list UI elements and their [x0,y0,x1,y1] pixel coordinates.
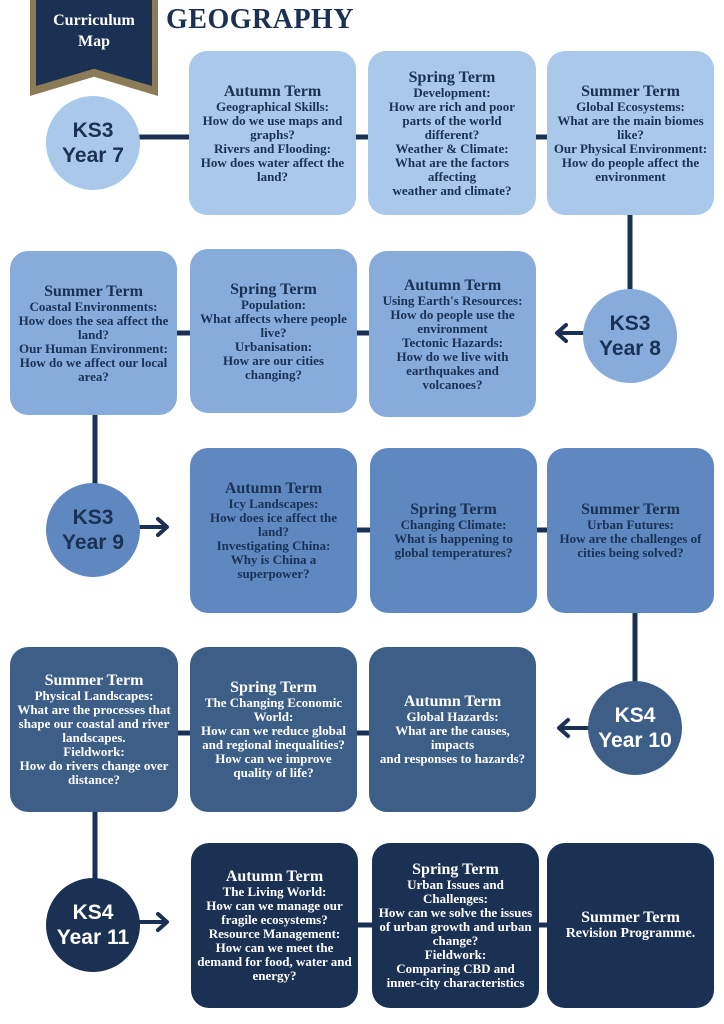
y9-spring-term-card: Spring Term Changing Climate: What is ha… [370,448,537,613]
term-content: Urban Issues and Challenges: How can we … [378,877,533,990]
year-8-circle: KS3 Year 8 [583,289,677,383]
key-stage-label: KS3 [609,312,651,335]
page-title: GEOGRAPHY [166,4,355,35]
term-title: Autumn Term [403,276,502,294]
term-content: Revision Programme. [565,926,696,941]
y10-spring-term-card: Spring Term The Changing Economic World:… [190,647,357,812]
year-label: Year 7 [62,144,124,167]
y9-summer-term-card: Summer Term Urban Futures: How are the c… [547,448,714,613]
term-title: Autumn Term [403,693,502,710]
y7-summer-term-card: Summer Term Global Ecosystems: What are … [547,51,714,215]
term-title: Spring Term [408,68,496,86]
term-title: Summer Term [581,909,680,926]
term-content: Coastal Environments: How does the sea a… [18,298,169,384]
term-title: Summer Term [44,672,144,689]
y11-autumn-term-card: Autumn Term The Living World: How can we… [191,843,358,1008]
term-title: Autumn Term [224,480,323,497]
term-content: Population: What affects where people li… [200,296,347,382]
y11-spring-term-card: Spring Term Urban Issues and Challenges:… [372,843,539,1008]
banner-line1: Curriculum [53,12,135,29]
banner-label: Curriculum Map [36,10,152,52]
term-content: Icy Landscapes: How does ice affect the … [209,496,338,581]
term-title: Summer Term [581,82,680,100]
term-content: The Changing Economic World: How can we … [201,695,346,780]
term-title: Autumn Term [223,82,322,100]
term-content: Geographical Skills: How do we use maps … [200,98,345,184]
y7-autumn-term-card: Autumn Term Geographical Skills: How do … [189,51,356,215]
term-content: Physical Landscapes: What are the proces… [17,688,171,787]
term-content: Global Ecosystems: What are the main bio… [553,98,708,184]
key-stage-label: KS4 [72,901,114,924]
year-7-circle: KS3 Year 7 [46,96,140,190]
y10-summer-term-card: Summer Term Physical Landscapes: What ar… [10,647,178,812]
term-title: Spring Term [412,861,499,878]
year-10-circle: KS4 Year 10 [588,681,682,775]
term-title: Autumn Term [225,868,324,885]
term-title: Summer Term [44,282,143,300]
y8-spring-term-card: Spring Term Population: What affects whe… [190,249,357,413]
key-stage-label: KS3 [72,506,114,529]
term-title: Spring Term [230,679,317,696]
term-content: Urban Futures: How are the challenges of… [559,517,702,560]
year-9-circle: KS3 Year 9 [46,483,140,577]
term-title: Summer Term [581,501,680,518]
term-title: Spring Term [410,501,497,518]
term-content: Using Earth's Resources: How do people u… [382,292,523,392]
year-11-circle: KS4 Year 11 [46,878,140,972]
term-title: Spring Term [230,280,317,298]
year-label: Year 11 [56,926,130,949]
y8-autumn-term-card: Autumn Term Using Earth's Resources: How… [369,251,536,417]
key-stage-label: KS4 [614,704,656,727]
year-label: Year 9 [62,531,124,554]
y11-summer-term-card: Summer Term Revision Programme. [547,843,714,1008]
y10-autumn-term-card: Autumn Term Global Hazards: What are the… [369,647,536,812]
term-content: Global Hazards: What are the causes, imp… [379,709,526,766]
y9-autumn-term-card: Autumn Term Icy Landscapes: How does ice… [190,448,357,613]
banner-line2: Map [78,33,110,50]
key-stage-label: KS3 [72,119,114,142]
year-label: Year 8 [599,337,661,360]
term-content: Changing Climate: What is happening to g… [394,517,513,560]
term-content: The Living World: How can we manage our … [197,884,352,983]
year-label: Year 10 [598,729,672,752]
y8-summer-term-card: Summer Term Coastal Environments: How do… [10,251,177,415]
term-content: Development: How are rich and poor parts… [388,84,516,198]
y7-spring-term-card: Spring Term Development: How are rich an… [368,51,536,215]
